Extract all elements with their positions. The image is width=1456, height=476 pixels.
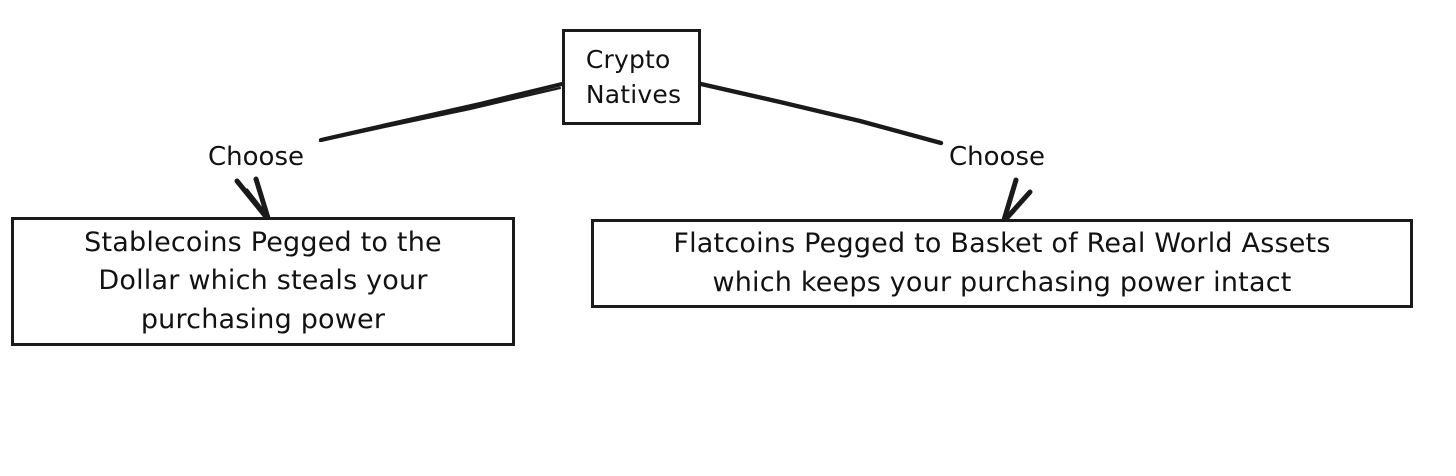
node-crypto-natives[interactable]: Crypto Natives: [562, 29, 701, 125]
connector-left: [318, 81, 565, 143]
edge-label-choose-right: Choose: [949, 142, 1045, 172]
node-crypto-natives-label: Crypto Natives: [585, 44, 682, 110]
connector-right: [698, 81, 944, 146]
edge-label-choose-left: Choose: [208, 142, 304, 172]
node-flatcoins-label: Flatcoins Pegged to Basket of Real World…: [673, 228, 1331, 298]
arrowhead-left-icon: [234, 176, 271, 221]
node-stablecoins-label: Stablecoins Pegged to the Dollar which s…: [84, 227, 442, 335]
node-flatcoins[interactable]: Flatcoins Pegged to Basket of Real World…: [591, 219, 1413, 308]
arrowhead-right-icon: [1001, 177, 1033, 223]
node-stablecoins[interactable]: Stablecoins Pegged to the Dollar which s…: [11, 217, 515, 346]
